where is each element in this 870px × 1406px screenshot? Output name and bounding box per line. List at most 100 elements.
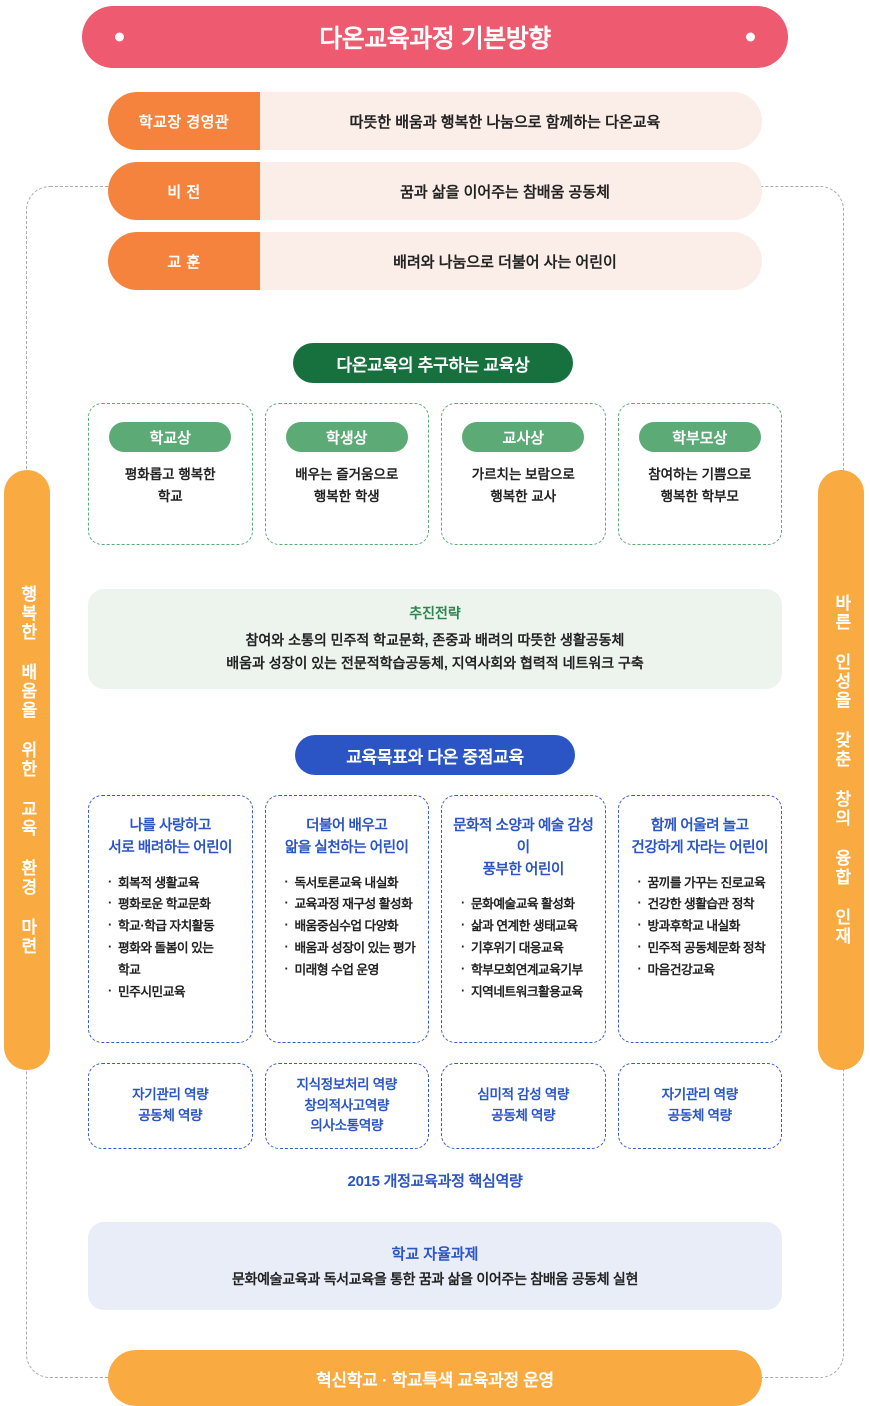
sidebar-left-label: 행복한 배움을 위한 교육 환경 마련 xyxy=(17,584,37,956)
goal-item: 지역네트워크활용교육 xyxy=(460,981,597,1004)
goal-item: 배움중심수업 다양화 xyxy=(284,915,421,938)
goal-card-4: 함께 어울려 놀고 건강하게 자라는 어린이 꿈끼를 가꾸는 진로교육 건강한 … xyxy=(617,795,782,1043)
ideal-desc-parent: 참여하는 기쁨으로 행복한 학부모 xyxy=(648,464,751,507)
goal-item: 문화예술교육 활성화 xyxy=(460,893,597,916)
goal-item: 미래형 수업 운영 xyxy=(284,959,421,982)
goal-item: 회복적 생활교육 xyxy=(107,872,244,895)
goal-list-2: 독서토론교육 내실화 교육과정 재구성 활성화 배움중심수업 다양화 배움과 성… xyxy=(274,872,421,982)
competency-line: 창의적사고역량 xyxy=(304,1097,390,1113)
footer-label: 혁신학교 · 학교특색 교육과정 운영 xyxy=(316,1370,554,1390)
vision-text-vision: 꿈과 삶을 이어주는 참배움 공동체 xyxy=(400,183,610,201)
competency-line: 공동체 역량 xyxy=(667,1108,732,1123)
goal-card-2: 더불어 배우고 앎을 실천하는 어린이 독서토론교육 내실화 교육과정 재구성 … xyxy=(264,795,429,1043)
ideal-title-school: 학교상 xyxy=(109,422,232,452)
goal-title-3: 문화적 소양과 예술 감성이 풍부한 어린이 xyxy=(450,816,597,881)
goal-title-1: 나를 사랑하고 서로 배려하는 어린이 xyxy=(108,816,232,860)
sidebar-right-label: 바른 인성을 갖춘 창의 융합 인재 xyxy=(831,594,851,946)
competency-line: 자기관리 역량 xyxy=(132,1087,209,1103)
competency-card-2: 지식정보처리 역량 창의적사고역량 의사소통역량 xyxy=(264,1063,429,1149)
goal-title-2-line2: 앎을 실천하는 어린이 xyxy=(284,839,409,856)
strategy-title: 추진전략 xyxy=(409,604,461,621)
goal-item: 평화로운 학교문화 xyxy=(107,893,244,916)
strategy-box: 추진전략 참여와 소통의 민주적 학교문화, 존중과 배려의 따뜻한 생활공동체… xyxy=(88,589,782,689)
ideal-desc-student-line1: 배우는 즐거움으로 xyxy=(295,467,399,482)
vision-row-principal: 학교장 경영관 따뜻한 배움과 행복한 나눔으로 함께하는 다온교육 xyxy=(108,92,762,150)
competency-card-1: 자기관리 역량 공동체 역량 xyxy=(88,1063,253,1149)
ideal-desc-school-line1: 평화롭고 행복한 xyxy=(124,467,216,482)
goal-title-3-line2: 풍부한 어린이 xyxy=(482,861,565,878)
goal-item: 삶과 연계한 생태교육 xyxy=(460,915,597,938)
vision-row-vision: 비 전 꿈과 삶을 이어주는 참배움 공동체 xyxy=(108,162,762,220)
header-left-dot-icon xyxy=(115,32,124,42)
competency-line: 심미적 감성 역량 xyxy=(477,1087,570,1103)
ideal-card-student: 학생상 배우는 즐거움으로 행복한 학생 xyxy=(264,403,429,545)
goal-list-4: 꿈끼를 가꾸는 진로교육 건강한 생활습관 정착 방과후학교 내실화 민주적 공… xyxy=(627,872,774,982)
goals-card-row: 나를 사랑하고 서로 배려하는 어린이 회복적 생활교육 평화로운 학교문화 학… xyxy=(88,795,782,1043)
vision-text-principal: 따뜻한 배움과 행복한 나눔으로 함께하는 다온교육 xyxy=(349,113,661,131)
ideal-card-parent: 학부모상 참여하는 기쁨으로 행복한 학부모 xyxy=(617,403,782,545)
goal-item: 학교 xyxy=(118,962,141,977)
ideal-desc-student: 배우는 즐거움으로 행복한 학생 xyxy=(295,464,398,507)
goal-item: 배움과 성장이 있는 평가 xyxy=(284,937,421,960)
strategy-line-2: 배움과 성장이 있는 전문적학습공동체, 지역사회와 협력적 네트워크 구축 xyxy=(226,655,644,671)
goal-item: 방과후학교 내실화 xyxy=(637,915,774,938)
strategy-line-1: 참여와 소통의 민주적 학교문화, 존중과 배려의 따뜻한 생활공동체 xyxy=(245,631,625,648)
footer-pill: 혁신학교 · 학교특색 교육과정 운영 xyxy=(108,1350,762,1406)
ideal-desc-parent-line1: 참여하는 기쁨으로 xyxy=(648,467,752,482)
goal-title-4-line2: 건강하게 자라는 어린이 xyxy=(631,839,769,856)
goal-item: 마음건강교육 xyxy=(637,959,774,982)
ideals-heading-label: 다온교육의 추구하는 교육상 xyxy=(336,355,530,375)
ideal-desc-teacher-line2: 행복한 교사 xyxy=(490,488,557,504)
goal-item: 민주시민교육 xyxy=(107,981,244,1004)
goal-item: 학부모회연계교육기부 xyxy=(460,959,597,982)
competency-card-3: 심미적 감성 역량 공동체 역량 xyxy=(441,1063,606,1149)
competency-line: 의사소통역량 xyxy=(310,1118,384,1134)
competency-card-row: 자기관리 역량 공동체 역량 지식정보처리 역량 창의적사고역량 의사소통역량 … xyxy=(88,1063,782,1149)
goal-title-1-line2: 서로 배려하는 어린이 xyxy=(108,839,233,856)
vision-label-motto: 교 훈 xyxy=(108,232,260,290)
competency-line: 공동체 역량 xyxy=(491,1108,556,1123)
vision-label-vision: 비 전 xyxy=(108,162,260,220)
goal-title-4: 함께 어울려 놀고 건강하게 자라는 어린이 xyxy=(631,816,768,860)
goal-item: 건강한 생활습관 정착 xyxy=(637,893,774,916)
goals-heading-label: 교육목표와 다온 중점교육 xyxy=(346,747,524,767)
goal-item: 교육과정 재구성 활성화 xyxy=(284,893,421,916)
goal-item: 기후위기 대응교육 xyxy=(460,937,597,960)
goal-item: 독서토론교육 내실화 xyxy=(284,872,421,895)
ideal-title-teacher: 교사상 xyxy=(462,422,585,452)
page-header-pill: 다온교육과정 기본방향 xyxy=(82,6,788,68)
autonomy-task-text: 문화예술교육과 독서교육을 통한 꿈과 삶을 이어주는 참배움 공동체 실현 xyxy=(231,1271,639,1287)
goal-list-1: 회복적 생활교육 평화로운 학교문화 학교·학급 자치활동 평화와 돌봄이 있는… xyxy=(97,872,244,1004)
ideal-title-student: 학생상 xyxy=(285,422,408,452)
competency-line: 지식정보처리 역량 xyxy=(296,1076,398,1092)
goal-list-3: 문화예술교육 활성화 삶과 연계한 생태교육 기후위기 대응교육 학부모회연계교… xyxy=(450,893,597,1004)
header-right-dot-icon xyxy=(746,32,755,42)
goal-item: 학교·학급 자치활동 xyxy=(107,915,244,938)
vision-rows: 학교장 경영관 따뜻한 배움과 행복한 나눔으로 함께하는 다온교육 비 전 꿈… xyxy=(108,92,762,302)
goal-card-3: 문화적 소양과 예술 감성이 풍부한 어린이 문화예술교육 활성화 삶과 연계한… xyxy=(441,795,606,1043)
ideal-desc-teacher-line1: 가르치는 보람으로 xyxy=(471,467,575,482)
ideal-card-teacher: 교사상 가르치는 보람으로 행복한 교사 xyxy=(441,403,606,545)
autonomy-task-box: 학교 자율과제 문화예술교육과 독서교육을 통한 꿈과 삶을 이어주는 참배움 … xyxy=(88,1222,782,1310)
ideal-desc-school-line2: 학교 xyxy=(157,488,183,504)
ideals-heading-pill: 다온교육의 추구하는 교육상 xyxy=(293,343,573,383)
vision-label-principal: 학교장 경영관 xyxy=(108,92,260,150)
ideal-title-parent: 학부모상 xyxy=(638,422,761,452)
vision-text-motto: 배려와 나눔으로 더불어 사는 어린이 xyxy=(393,253,617,271)
autonomy-task-title: 학교 자율과제 xyxy=(391,1246,479,1263)
competency-line: 자기관리 역량 xyxy=(661,1087,738,1103)
goal-item: 꿈끼를 가꾸는 진로교육 xyxy=(637,872,774,895)
sidebar-left-banner: 행복한 배움을 위한 교육 환경 마련 xyxy=(4,470,50,1070)
sidebar-right-banner: 바른 인성을 갖춘 창의 융합 인재 xyxy=(818,470,864,1070)
vision-row-motto: 교 훈 배려와 나눔으로 더불어 사는 어린이 xyxy=(108,232,762,290)
goal-title-2: 더불어 배우고 앎을 실천하는 어린이 xyxy=(285,816,409,860)
goal-title-1-line1: 나를 사랑하고 xyxy=(129,818,212,834)
ideal-desc-student-line2: 행복한 학생 xyxy=(313,488,380,504)
ideal-desc-parent-line2: 행복한 학부모 xyxy=(660,488,739,504)
ideals-card-row: 학교상 평화롭고 행복한 학교 학생상 배우는 즐거움으로 행복한 학생 교사상… xyxy=(88,403,782,545)
goals-heading-pill: 교육목표와 다온 중점교육 xyxy=(295,735,575,775)
goal-title-2-line1: 더불어 배우고 xyxy=(306,818,388,834)
page-title: 다온교육과정 기본방향 xyxy=(319,25,551,53)
ideal-desc-teacher: 가르치는 보람으로 행복한 교사 xyxy=(472,464,575,507)
competency-caption: 2015 개정교육과정 핵심역량 xyxy=(347,1173,523,1190)
